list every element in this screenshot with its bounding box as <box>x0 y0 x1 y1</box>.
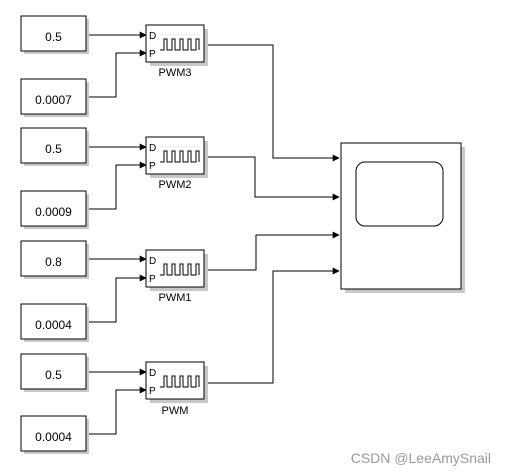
pwm-port-p-label: P <box>149 386 156 397</box>
watermark: CSDN @LeeAmySnail <box>350 450 491 466</box>
constant-blocks: 0.5 0.0007 0.5 0.0009 0.8 0.0004 <box>20 15 89 454</box>
signal-line-period-pwm3[interactable] <box>86 49 147 98</box>
pulse-waveform-icon <box>160 150 200 163</box>
pwm-port-d-label: D <box>149 368 156 379</box>
signal-line-pwm1-scope[interactable] <box>204 231 340 271</box>
constant-block[interactable]: 0.5 <box>20 127 89 166</box>
constant-block[interactable]: 0.5 <box>20 353 89 392</box>
pwm-block-label: PWM <box>162 405 189 417</box>
constant-value: 0.0004 <box>35 318 72 332</box>
signal-line-period-pwm2[interactable] <box>86 161 147 210</box>
constant-block[interactable]: 0.5 <box>20 15 89 54</box>
scope-block[interactable] <box>340 142 465 293</box>
constant-block[interactable]: 0.8 <box>20 240 89 279</box>
pwm-block-label: PWM2 <box>159 179 192 191</box>
scope-screen-icon <box>355 161 444 227</box>
pwm-block-pwm1[interactable]: D P PWM1 <box>145 249 208 304</box>
constant-value: 0.5 <box>45 30 62 44</box>
constant-value: 0.5 <box>45 368 62 382</box>
pwm-port-p-label: P <box>149 274 156 285</box>
pulse-waveform-icon <box>160 38 200 51</box>
constant-block[interactable]: 0.0004 <box>20 415 89 454</box>
signal-line-period-pwm1[interactable] <box>86 274 147 323</box>
pulse-waveform-icon <box>160 375 200 388</box>
constant-block[interactable]: 0.0004 <box>20 303 89 342</box>
pwm-block-pwm2[interactable]: D P PWM2 <box>145 136 208 191</box>
constant-block[interactable]: 0.0009 <box>20 190 89 229</box>
signal-line-period-pwm[interactable] <box>86 386 147 435</box>
constant-value: 0.5 <box>45 142 62 156</box>
pwm-block-pwm3[interactable]: D P PWM3 <box>145 24 208 79</box>
pwm-block-label: PWM1 <box>159 292 192 304</box>
pwm-port-p-label: P <box>149 49 156 60</box>
pwm-block-pwm[interactable]: D P PWM <box>145 361 208 417</box>
constant-value: 0.0007 <box>35 93 72 107</box>
signal-lines <box>86 31 340 435</box>
constant-value: 0.0004 <box>35 430 72 444</box>
signal-line-pwm-scope[interactable] <box>204 267 340 384</box>
pwm-port-p-label: P <box>149 161 156 172</box>
pwm-port-d-label: D <box>149 31 156 42</box>
signal-line-pwm2-scope[interactable] <box>204 156 340 201</box>
pulse-waveform-icon <box>160 263 200 276</box>
pwm-port-d-label: D <box>149 143 156 154</box>
pwm-port-d-label: D <box>149 256 156 267</box>
signal-line-pwm3-scope[interactable] <box>204 44 340 162</box>
constant-value: 0.8 <box>45 255 62 269</box>
pwm-block-label: PWM3 <box>159 67 192 79</box>
pwm-blocks: D P PWM3 D P PWM2 D P PWM1 D P <box>145 24 208 417</box>
constant-block[interactable]: 0.0007 <box>20 78 89 117</box>
constant-value: 0.0009 <box>35 205 72 219</box>
